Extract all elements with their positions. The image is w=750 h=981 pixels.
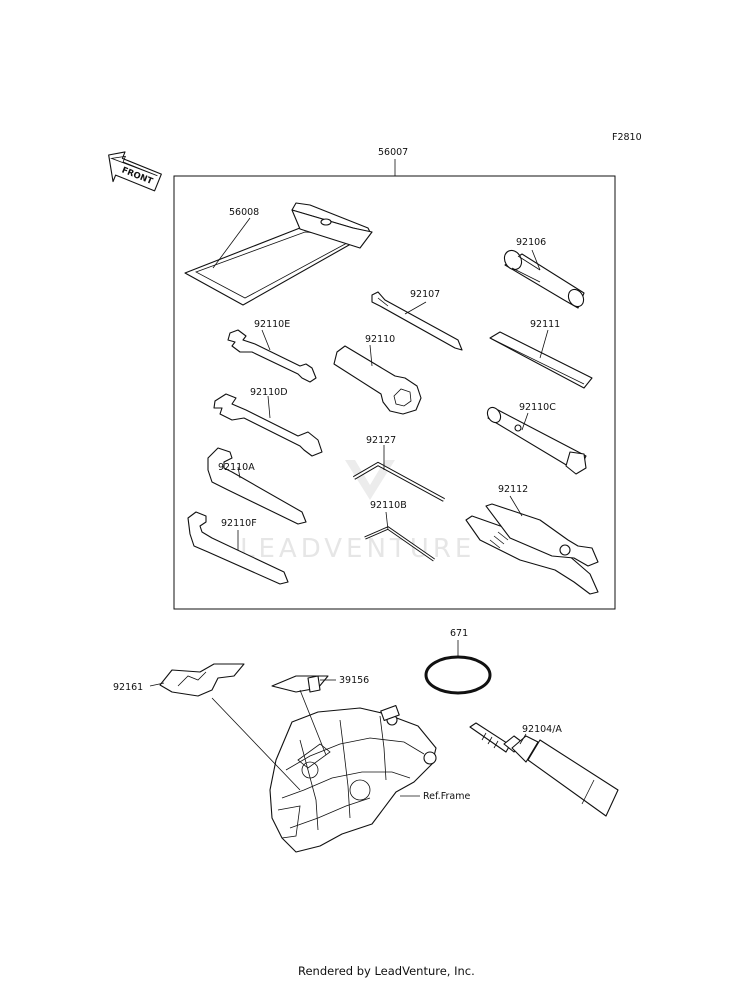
label-92110F: 92110F <box>221 518 257 529</box>
leader-92110D <box>267 395 271 419</box>
leader-56008 <box>212 217 251 269</box>
label-92104A: 92104/A <box>522 724 562 735</box>
hook-wrench-icon <box>207 447 307 525</box>
pliers-icon <box>465 503 599 595</box>
leader-92110E <box>261 329 271 351</box>
tool-pouch-icon <box>184 202 373 306</box>
label-92110: 92110 <box>365 334 395 345</box>
leader-92107 <box>404 301 427 315</box>
figure-code: F2810 <box>612 132 642 143</box>
label-56007: 56007 <box>378 147 408 158</box>
box-spanner-icon <box>486 406 587 475</box>
leader-92112 <box>509 495 523 517</box>
screwdriver-icon <box>371 291 463 351</box>
label-92106: 92106 <box>516 237 546 248</box>
label-92110C: 92110C <box>519 402 556 413</box>
label-92110A: 92110A <box>218 462 255 473</box>
hook-wrench-small-icon <box>187 511 289 585</box>
leader-92161-to-frame <box>211 697 301 791</box>
leader-92110C <box>521 412 529 431</box>
tire-repair-tube-icon <box>469 722 619 817</box>
socket-handle-icon <box>503 249 585 309</box>
label-92110D: 92110D <box>250 387 288 398</box>
label-39156: 39156 <box>339 675 369 686</box>
label-ref-frame: Ref.Frame <box>423 791 470 802</box>
leader-92110A <box>237 466 241 479</box>
leader-92110 <box>369 344 373 367</box>
label-56008: 56008 <box>229 207 259 218</box>
bracket-icon <box>271 675 329 693</box>
label-92112: 92112 <box>498 484 528 495</box>
leader-92161 <box>149 682 165 687</box>
leader-92104A <box>519 733 527 745</box>
label-92107: 92107 <box>410 289 440 300</box>
frame-assembly-icon <box>269 705 437 853</box>
warning-label-icon <box>159 663 245 697</box>
open-end-wrench-large-icon <box>213 393 323 457</box>
ring-spanner-icon <box>333 345 422 415</box>
footer-credit: Rendered by LeadVenture, Inc. <box>298 964 475 978</box>
leader-92110B <box>385 511 389 531</box>
label-92161: 92161 <box>113 682 143 693</box>
tool-kit-box <box>173 175 616 610</box>
label-92127: 92127 <box>366 435 396 446</box>
leader-92106 <box>531 249 541 271</box>
label-92111: 92111 <box>530 319 560 330</box>
label-92110E: 92110E <box>254 319 290 330</box>
watermark-text: LEADVENTURE <box>240 534 475 564</box>
hex-key-large-icon <box>352 461 445 502</box>
open-end-wrench-small-icon <box>227 329 317 383</box>
leader-39156-to-frame <box>299 689 327 756</box>
label-671: 671 <box>450 628 468 639</box>
label-92110B: 92110B <box>370 500 407 511</box>
leader-92111 <box>539 329 549 359</box>
watermark-logo-icon <box>345 460 395 500</box>
front-arrow-icon: FRONT <box>108 151 162 192</box>
extension-bar-icon <box>489 331 593 389</box>
o-ring-icon <box>424 655 492 695</box>
